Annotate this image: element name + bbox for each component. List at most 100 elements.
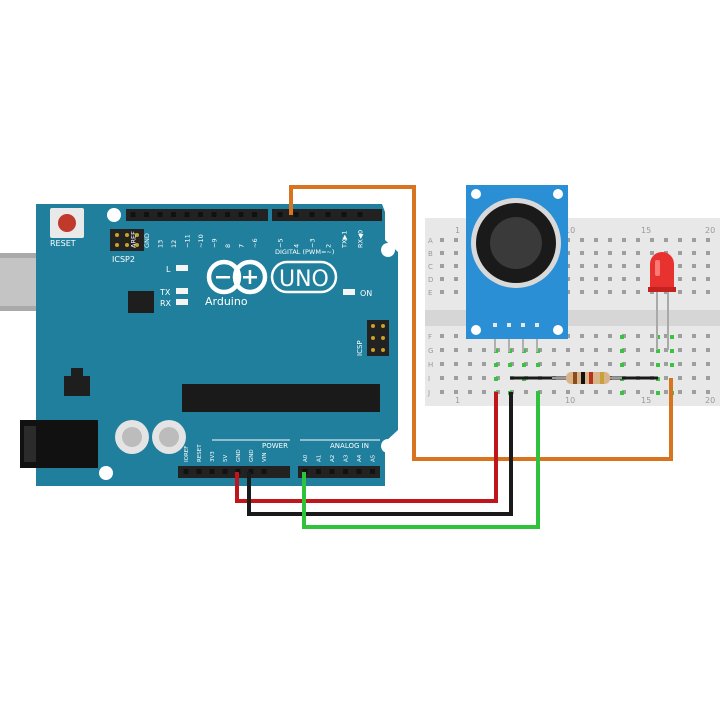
digital-pin-label: ~10 xyxy=(197,234,205,248)
breadboard-hole xyxy=(566,362,570,366)
breadboard-row-label: J xyxy=(427,389,430,397)
mounting-hole xyxy=(381,243,395,257)
breadboard-hole xyxy=(454,264,458,268)
header-pin xyxy=(222,469,228,474)
breadboard-hole xyxy=(678,251,682,255)
breadboard-hole xyxy=(678,390,682,394)
header-pin xyxy=(248,469,254,474)
header-pin xyxy=(252,212,257,217)
header-pin xyxy=(302,469,308,474)
breadboard-hole xyxy=(482,376,486,380)
breadboard-hole xyxy=(608,334,612,338)
breadboard-hole xyxy=(622,238,626,242)
arduino-logo xyxy=(206,259,268,295)
digital-pin-label: ~3 xyxy=(309,238,317,248)
header-pin xyxy=(343,469,348,474)
digital-pin-label: 12 xyxy=(170,240,178,248)
breadboard-hole xyxy=(692,334,696,338)
reset-label: RESET xyxy=(50,239,76,248)
header-pin xyxy=(225,212,230,217)
sensor-pins xyxy=(494,339,538,352)
atmega-chip xyxy=(182,384,380,412)
breadboard-hole xyxy=(440,390,444,394)
breadboard-hole xyxy=(580,290,584,294)
header-pin xyxy=(144,212,149,217)
breadboard-hole xyxy=(622,251,626,255)
led-on-label: ON xyxy=(360,289,372,298)
header-pin xyxy=(356,469,362,474)
led-l xyxy=(176,265,188,271)
col-number-10: 10 xyxy=(565,226,575,235)
header-pin xyxy=(293,212,299,217)
breadboard-row-label: C xyxy=(428,263,433,271)
wires xyxy=(235,185,673,529)
uno-badge xyxy=(270,260,338,294)
header-pin xyxy=(196,469,202,474)
header-pin xyxy=(209,469,215,474)
power-pin-label: RESET xyxy=(197,444,203,462)
breadboard-hole xyxy=(440,238,444,242)
voltage-regulator xyxy=(64,376,90,396)
sound-sensor-module xyxy=(466,185,568,352)
breadboard-hole xyxy=(622,264,626,268)
breadboard-hole xyxy=(678,264,682,268)
analog-pin-label: A2 xyxy=(330,455,336,462)
power-pin-label: GND xyxy=(249,449,255,462)
led-on xyxy=(343,289,355,295)
breadboard-hole xyxy=(692,290,696,294)
header-pin xyxy=(171,212,176,217)
breadboard-hole xyxy=(454,334,458,338)
breadboard-hole xyxy=(664,362,668,366)
breadboard-hole xyxy=(524,390,528,394)
breadboard-hole xyxy=(580,362,584,366)
icsp-header xyxy=(367,320,389,356)
breadboard-hole xyxy=(692,251,696,255)
breadboard-hole xyxy=(580,264,584,268)
power-header xyxy=(178,466,290,478)
breadboard-hole xyxy=(566,348,570,352)
resistor xyxy=(552,372,622,384)
breadboard-hole xyxy=(580,277,584,281)
header-pin xyxy=(370,469,375,474)
analog-pin-label: A0 xyxy=(303,454,309,462)
breadboard-hole xyxy=(664,348,668,352)
breadboard-hole xyxy=(636,348,640,352)
power-pin-label: IOREF xyxy=(184,446,190,462)
breadboard-hole xyxy=(650,348,654,352)
digital-pin-label: 7 xyxy=(238,244,246,248)
voltage-regulator-tab xyxy=(71,368,83,378)
power-pin-label: GND xyxy=(236,449,242,462)
breadboard-hole xyxy=(650,238,654,242)
header-pin xyxy=(157,212,163,217)
breadboard-hole xyxy=(608,277,612,281)
power-label: POWER xyxy=(262,442,288,450)
breadboard-hole xyxy=(440,362,444,366)
breadboard-hole xyxy=(664,390,668,394)
breadboard-hole xyxy=(454,390,458,394)
header-pin xyxy=(357,212,363,217)
digital-pin-label: AREF xyxy=(130,231,138,248)
digital-label: DIGITAL (PWM=~) xyxy=(275,248,334,256)
icsp2-label: ICSP2 xyxy=(112,255,135,264)
breadboard-hole xyxy=(664,238,668,242)
digital-pin-label: ~11 xyxy=(184,234,192,248)
breadboard-row-label: B xyxy=(428,250,433,258)
breadboard-hole xyxy=(594,290,598,294)
breadboard-row-label: E xyxy=(428,289,432,297)
breadboard-hole xyxy=(664,376,668,380)
breadboard-hole xyxy=(594,348,598,352)
breadboard-hole xyxy=(692,238,696,242)
breadboard-hole xyxy=(692,362,696,366)
header-pin xyxy=(238,212,244,217)
breadboard-hole xyxy=(580,390,584,394)
header-pin xyxy=(325,212,331,217)
reset-button-cap[interactable] xyxy=(58,214,76,232)
header-pin xyxy=(211,212,217,217)
breadboard-hole xyxy=(636,390,640,394)
digital-pin-label: RX◀0 xyxy=(357,230,365,248)
digital-pin-label: ~5 xyxy=(277,238,285,248)
col-number-20-bottom: 20 xyxy=(705,396,715,405)
breadboard-hole xyxy=(692,390,696,394)
